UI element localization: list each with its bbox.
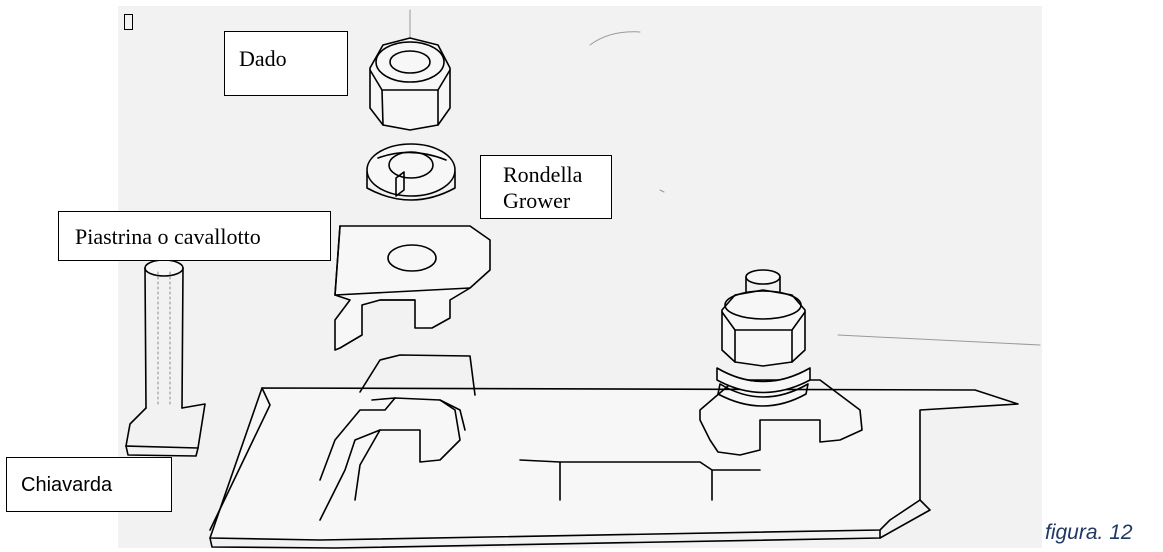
clip-plate-icon: [334, 225, 491, 351]
spring-washer-icon: [366, 143, 456, 201]
figure-caption: figura. 12: [1045, 521, 1133, 544]
nut-icon: [369, 37, 451, 131]
label-piastrina: Piastrina o cavallotto: [58, 211, 331, 261]
label-chiavarda-text: Chiavarda: [21, 474, 113, 496]
missing-glyph-icon: [124, 14, 133, 30]
label-rondella-grower: Rondella Grower: [480, 155, 612, 219]
sketch-marks: [409, 9, 1041, 346]
label-chiavarda: Chiavarda: [6, 457, 172, 512]
label-piastrina-text: Piastrina o cavallotto: [75, 224, 261, 249]
label-dado-text: Dado: [239, 46, 287, 71]
assembled-bolt-icon: [716, 269, 811, 407]
label-rondella-line1: Rondella: [503, 162, 583, 187]
base-plate-icon: [209, 354, 1019, 549]
t-bolt-icon: [125, 259, 206, 457]
label-dado: Dado: [224, 31, 348, 96]
label-rondella-line2: Grower: [503, 188, 571, 213]
